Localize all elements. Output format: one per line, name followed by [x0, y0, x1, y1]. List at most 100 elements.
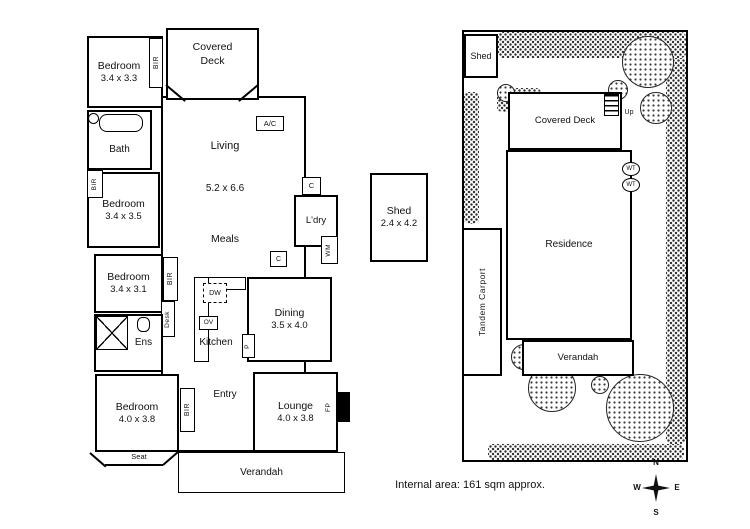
up-label: Up — [624, 109, 634, 116]
room-name: Shed — [386, 205, 412, 217]
room-label-entry: Entry — [213, 389, 237, 400]
bir-label: BIR — [152, 56, 160, 70]
bir-label: BIR — [167, 272, 174, 286]
room-label: Bath — [109, 144, 130, 156]
room-dims: 4.0 x 3.8 — [277, 412, 314, 424]
compass-west-label: W — [633, 483, 641, 492]
internal-area-note: Internal area: 161 sqm approx. — [395, 479, 545, 491]
room-label-kitchen: Kitchen — [199, 337, 233, 348]
closet: C — [302, 177, 321, 195]
closet-label: C — [308, 181, 315, 191]
dishwasher: DW — [203, 283, 227, 303]
washing-machine: WM — [321, 236, 338, 264]
wm-label: WM — [325, 243, 333, 257]
sink-icon — [88, 113, 99, 124]
wardrobe-bir: BIR — [163, 257, 178, 301]
room-label: Covered Deck — [192, 41, 233, 68]
room-dims: 4.0 x 3.8 — [118, 413, 156, 425]
room-label: Lounge 4.0 x 3.8 — [277, 399, 313, 426]
site-shed-label: Shed — [470, 50, 492, 61]
bir-label: BIR — [184, 403, 191, 417]
room-label: Bedroom 3.4 x 3.1 — [107, 270, 150, 297]
tree — [622, 36, 674, 88]
room-dims: 3.5 x 4.0 — [271, 320, 308, 332]
room-verandah: Verandah — [178, 452, 345, 493]
desk-label: Desk — [163, 310, 171, 328]
bay-window-wall — [162, 450, 180, 466]
dw-label: DW — [209, 289, 221, 297]
room-label: Bedroom 3.4 x 3.5 — [102, 197, 145, 224]
room-label: L'dry — [305, 214, 327, 226]
pantry-label: P — [244, 343, 252, 349]
room-dims: 3.4 x 3.5 — [105, 210, 142, 222]
room-label: Dining 3.5 x 4.0 — [271, 306, 307, 333]
compass-east-label: E — [674, 483, 680, 492]
compass-north-label: N — [653, 458, 659, 467]
closet-label: C — [275, 255, 282, 263]
room-covered-deck: Covered Deck — [166, 28, 259, 100]
bir-label: BIR — [90, 177, 98, 191]
room-label: Bedroom 3.4 x 3.3 — [98, 59, 141, 86]
room-name: Bedroom — [115, 400, 159, 413]
site-deck-label: Covered Deck — [534, 114, 596, 126]
room-name: Lounge — [277, 399, 314, 412]
room-shed-floorplan: Shed 2.4 x 4.2 — [370, 173, 428, 262]
tree — [606, 374, 674, 442]
site-carport-label: Tandem Carport — [477, 268, 487, 336]
wardrobe-bir: BIR — [149, 38, 163, 88]
air-conditioner: A/C — [256, 116, 284, 131]
seat-label: Seat — [131, 452, 147, 461]
room-dims-living: 5.2 x 6.6 — [205, 183, 245, 194]
water-tank: WT — [622, 178, 640, 192]
bathtub-icon — [99, 114, 143, 132]
room-name: Dining — [274, 307, 305, 319]
room-name: Bedroom — [97, 59, 141, 72]
room-dining: Dining 3.5 x 4.0 — [247, 277, 332, 362]
garden-bed — [488, 444, 684, 460]
steps-icon — [604, 94, 619, 116]
room-bedroom-4: Bedroom 4.0 x 3.8 — [95, 374, 179, 452]
ac-label: A/C — [263, 118, 277, 128]
pantry: P — [242, 334, 255, 358]
tree — [640, 92, 672, 124]
compass: N S W E — [632, 458, 680, 522]
fp-label: FP — [325, 402, 332, 412]
room-name: Bedroom — [102, 197, 145, 210]
toilet-icon — [137, 317, 150, 332]
room-lounge: Lounge 4.0 x 3.8 — [253, 372, 338, 452]
garden-bed — [464, 92, 479, 224]
room-name: Bedroom — [107, 271, 150, 283]
compass-south-label: S — [653, 508, 659, 517]
water-tank: WT — [622, 162, 640, 176]
site-verandah-label: Verandah — [557, 351, 599, 363]
tree — [591, 376, 609, 394]
wardrobe-bir: BIR — [87, 170, 103, 198]
oven: OV — [199, 316, 218, 330]
ov-label: OV — [203, 318, 214, 326]
desk: Desk — [161, 301, 175, 337]
site-residence: Residence — [506, 150, 632, 340]
room-label-meals: Meals — [210, 233, 239, 245]
site-shed: Shed — [464, 34, 498, 78]
garden-bed — [666, 58, 686, 444]
site-covered-deck: Covered Deck — [508, 92, 622, 150]
shower-icon — [96, 316, 128, 350]
room-label: Verandah — [240, 466, 283, 478]
room-dims: 3.4 x 3.3 — [100, 72, 138, 84]
room-bedroom-3: Bedroom 3.4 x 3.1 — [94, 254, 163, 313]
bay-window-wall — [89, 452, 107, 468]
wardrobe-bir: BIR — [180, 388, 195, 432]
wt-label: WT — [626, 182, 636, 188]
bay-window-wall — [105, 464, 163, 466]
fireplace-icon — [337, 392, 350, 422]
room-label: Bedroom 4.0 x 3.8 — [116, 400, 159, 427]
site-residence-label: Residence — [545, 239, 593, 251]
site-carport: Tandem Carport — [464, 228, 502, 376]
room-label-living: Living — [210, 140, 240, 152]
room-dims: 3.4 x 3.1 — [110, 284, 147, 296]
wt-label: WT — [626, 166, 636, 172]
room-dims: 2.4 x 4.2 — [380, 218, 418, 230]
closet: C — [270, 251, 287, 267]
room-label: Shed 2.4 x 4.2 — [381, 204, 417, 231]
